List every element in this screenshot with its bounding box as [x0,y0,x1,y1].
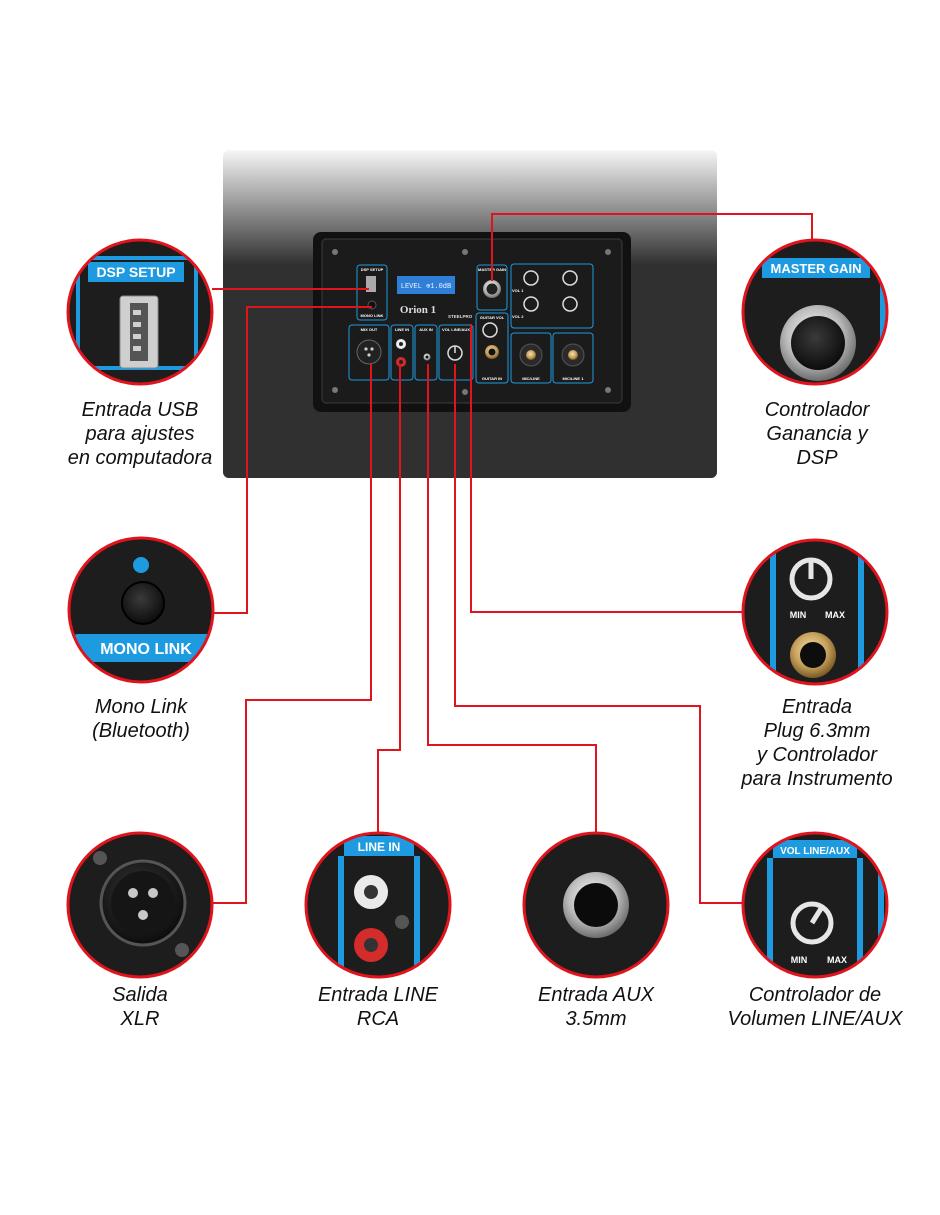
caption-line: Ganancia y [766,423,868,445]
instrument-min-label: MIN [790,610,807,620]
leader-master-gain [491,213,813,281]
caption-line: RCA [356,1008,400,1030]
callout-master-gain: MASTER GAIN [741,238,889,386]
caption-line: Entrada [781,696,853,718]
caption-line: Volumen LINE/AUX [727,1008,903,1030]
panel-vol-line-aux-label: VOL LINE/AUX [442,327,470,332]
panel-aux-in-label: AUX IN [419,327,433,332]
caption-line: 3.5mm [565,1008,627,1030]
caption-aux: Entrada AUX 3.5mm [496,983,696,1031]
caption-instrument: Entrada Plug 6.3mm y Controlador para In… [707,695,927,791]
leader-instrument [470,324,744,613]
panel-maker: STEELPRO [448,314,473,319]
caption-line: Entrada AUX [538,984,654,1006]
caption-line: en computadora [67,447,213,469]
caption-mono-link: Mono Link (Bluetooth) [41,695,241,743]
panel-dsp-setup-label: DSP SETUP [361,267,384,272]
panel-mix-out-label: MIX OUT [361,327,378,332]
caption-xlr: Salida XLR [40,983,240,1031]
caption-line-in: Entrada LINE RCA [276,983,480,1031]
dsp-setup-badge: DSP SETUP [96,264,175,280]
caption-line: Controlador [764,399,870,421]
panel-mic-line-1-label: MIC/LINE [522,376,540,381]
callout-mono-link: MONO LINK [67,536,215,684]
panel-brand: Orion 1 [400,304,436,316]
caption-line: XLR [120,1008,160,1030]
callout-aux [522,831,670,979]
caption-line: para Instrumento [741,768,893,790]
caption-vol-line-aux: Controlador de Volumen LINE/AUX [707,983,923,1031]
master-gain-badge: MASTER GAIN [771,261,862,276]
caption-line: Entrada LINE [317,984,439,1006]
panel-lcd-text: LEVEL ⊕1.0dB [401,283,451,291]
panel-mic-line-2-label: MIC/LINE 1 [563,376,585,381]
vol-line-aux-max-label: MAX [827,955,847,965]
line-in-badge: LINE IN [358,840,401,854]
panel-guitar-in-label: GUITAR IN [482,376,502,381]
caption-line: Entrada USB [81,399,199,421]
caption-line: Controlador de [748,984,882,1006]
leader-lines [212,213,813,904]
panel-guitar-vol-label: GUITAR VOL [480,315,505,320]
callout-instrument: MIN MAX [741,538,889,686]
callout-line-in: LINE IN [304,831,452,979]
leader-xlr [212,364,372,904]
mono-link-badge: MONO LINK [100,641,192,658]
vol-line-aux-badge: VOL LINE/AUX [780,846,850,857]
caption-line: Plug 6.3mm [763,720,871,742]
leader-mono-link [213,306,372,614]
speaker-cabinet [220,145,720,478]
panel-mono-link-label: MONO LINK [361,313,384,318]
caption-line: Mono Link [94,696,188,718]
caption-line: Salida [112,984,168,1006]
callout-dsp-setup: DSP SETUP [66,238,214,386]
caption-master-gain: Controlador Ganancia y DSP [717,398,917,470]
panel-vol1-label: VOL 1 [512,288,524,293]
leader-line-in [377,364,401,833]
panel-line-in-label: LINE IN [395,327,409,332]
caption-line: (Bluetooth) [92,720,190,742]
leader-aux [427,364,597,833]
caption-line: DSP [796,447,838,469]
caption-line: para ajustes [85,423,195,445]
instrument-max-label: MAX [825,610,845,620]
leader-vol-line-aux [454,364,744,904]
caption-dsp-setup: Entrada USB para ajustes en computadora [40,398,240,470]
vol-line-aux-min-label: MIN [791,955,808,965]
callout-vol-line-aux: VOL LINE/AUX MIN MAX [741,831,889,979]
control-panel: DSP SETUP MONO LINK LEVEL ⊕1.0dB Orion 1… [332,249,611,395]
caption-line: y Controlador [756,744,878,766]
callout-xlr [66,831,214,979]
panel-vol2-label: VOL 2 [512,314,524,319]
